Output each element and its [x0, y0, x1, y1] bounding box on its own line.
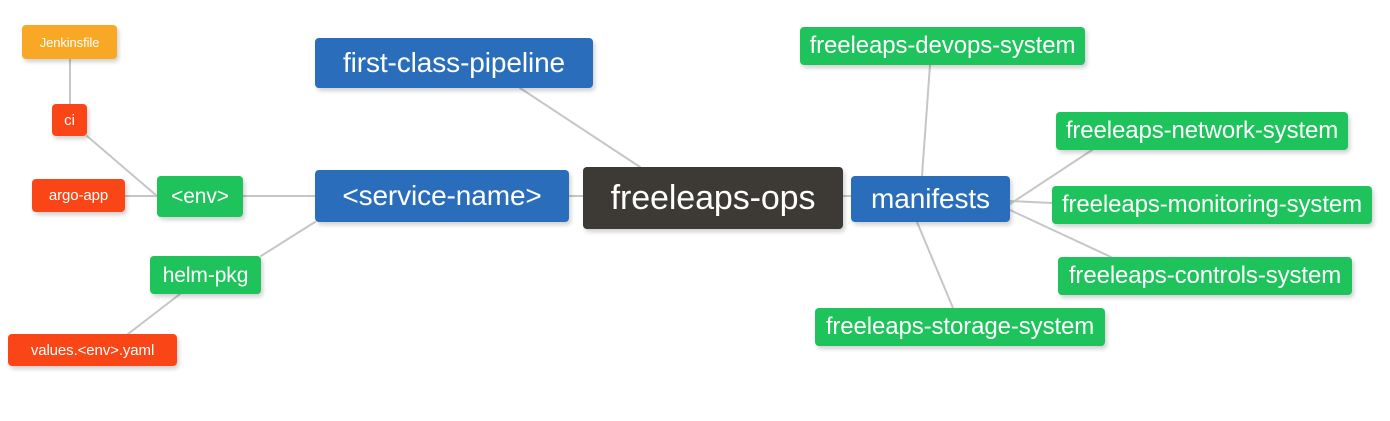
edge-service-name-to-helm-pkg [260, 221, 316, 257]
node-label-freeleaps-devops-system: freeleaps-devops-system [809, 32, 1076, 59]
node-label-values-yaml: values.<env>.yaml [30, 341, 155, 359]
node-freeleaps-network-system[interactable]: freeleaps-network-system [1056, 112, 1348, 150]
node-jenkinsfile[interactable]: Jenkinsfile [22, 25, 117, 59]
edge-helm-pkg-to-values-yaml [127, 293, 181, 335]
edge-manifests-to-freeleaps-storage-system [916, 221, 954, 309]
node-ci[interactable]: ci [52, 104, 87, 136]
node-first-class-pipeline[interactable]: first-class-pipeline [315, 38, 593, 88]
node-manifests[interactable]: manifests [851, 176, 1010, 222]
node-label-freeleaps-network-system: freeleaps-network-system [1065, 117, 1339, 144]
node-label-service-name: <service-name> [342, 180, 542, 211]
node-service-name[interactable]: <service-name> [315, 170, 569, 222]
node-label-argo-app: argo-app [48, 187, 109, 204]
node-label-env: <env> [171, 185, 229, 208]
node-label-freeleaps-monitoring-system: freeleaps-monitoring-system [1061, 191, 1363, 218]
node-label-ci: ci [64, 111, 75, 129]
node-values-yaml[interactable]: values.<env>.yaml [8, 334, 177, 366]
node-helm-pkg[interactable]: helm-pkg [150, 256, 261, 294]
node-label-jenkinsfile: Jenkinsfile [39, 34, 100, 50]
edge-manifests-to-freeleaps-monitoring-system [1009, 200, 1053, 204]
node-label-helm-pkg: helm-pkg [162, 263, 249, 287]
node-freeleaps-devops-system[interactable]: freeleaps-devops-system [800, 27, 1085, 65]
node-argo-app[interactable]: argo-app [32, 179, 125, 212]
edge-manifests-to-freeleaps-devops-system [921, 64, 931, 177]
node-label-freeleaps-storage-system: freeleaps-storage-system [825, 313, 1095, 340]
node-label-first-class-pipeline: first-class-pipeline [342, 47, 566, 78]
node-freeleaps-ops[interactable]: freeleaps-ops [583, 167, 843, 229]
node-freeleaps-controls-system[interactable]: freeleaps-controls-system [1058, 257, 1352, 295]
node-freeleaps-storage-system[interactable]: freeleaps-storage-system [815, 308, 1105, 346]
node-label-freeleaps-ops: freeleaps-ops [610, 179, 816, 217]
node-freeleaps-monitoring-system[interactable]: freeleaps-monitoring-system [1052, 186, 1372, 224]
node-env[interactable]: <env> [157, 176, 243, 217]
node-label-manifests: manifests [871, 183, 990, 214]
node-label-freeleaps-controls-system: freeleaps-controls-system [1068, 262, 1342, 289]
edge-first-class-pipeline-to-freeleaps-ops [519, 87, 641, 168]
